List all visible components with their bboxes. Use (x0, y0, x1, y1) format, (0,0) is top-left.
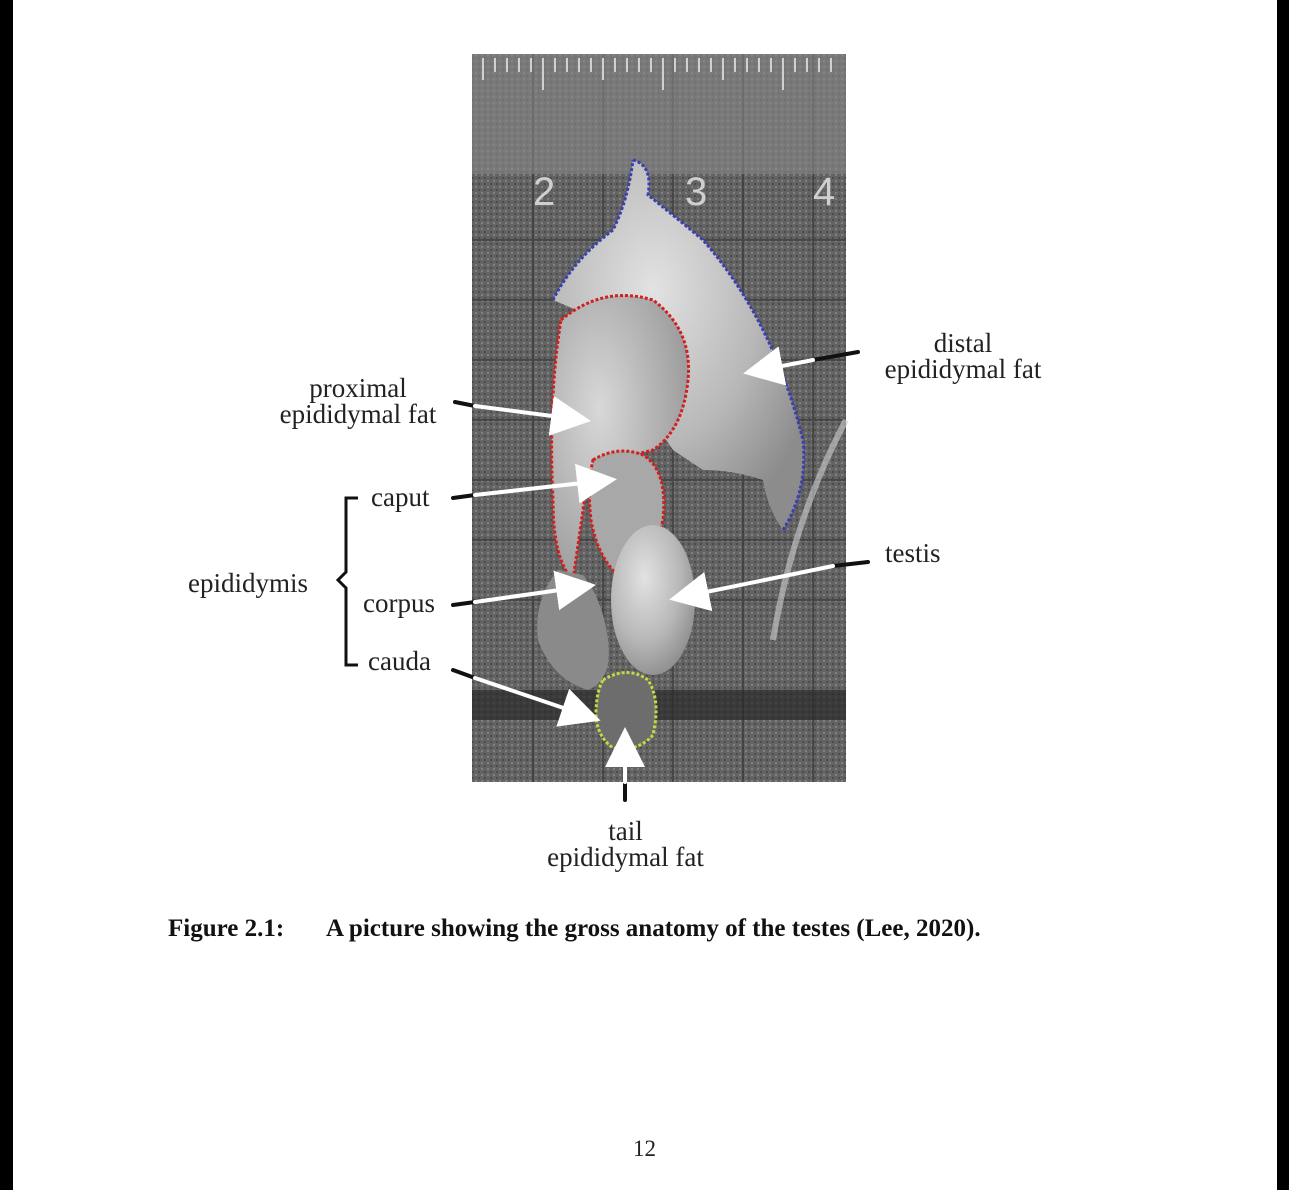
document-page: 2 3 4 (13, 0, 1277, 1190)
proximal-epididymal-fat (551, 295, 689, 580)
page-number: 12 (633, 1136, 656, 1161)
label-caput: caput (371, 482, 430, 512)
label-tail-epididymal-fat: tail epididymal fat (547, 816, 704, 872)
label-distal-epididymal-fat: distal epididymal fat (884, 328, 1042, 384)
label-testis: testis (885, 538, 941, 568)
label-cauda: cauda (368, 646, 431, 676)
label-epididymis: epididymis (188, 568, 308, 598)
figure-number: Figure 2.1: (168, 915, 285, 942)
epididymis-bracket (335, 496, 358, 667)
testis (611, 525, 695, 675)
ruler (472, 54, 846, 174)
distal-outline (632, 158, 806, 531)
leader-lines (451, 346, 870, 802)
ruler-number-3: 3 (685, 170, 707, 214)
figure-caption-text: A picture showing the gross anatomy of t… (326, 915, 981, 942)
label-proximal-epididymal-fat: proximal epididymal fat (279, 373, 437, 429)
ruler-number-2: 2 (533, 170, 555, 214)
label-corpus: corpus (363, 588, 435, 618)
anatomy-figure: 2 3 4 (335, 54, 870, 802)
figure-caption: Figure 2.1: A picture showing the gross a… (168, 915, 981, 943)
ruler-number-4: 4 (813, 170, 835, 214)
